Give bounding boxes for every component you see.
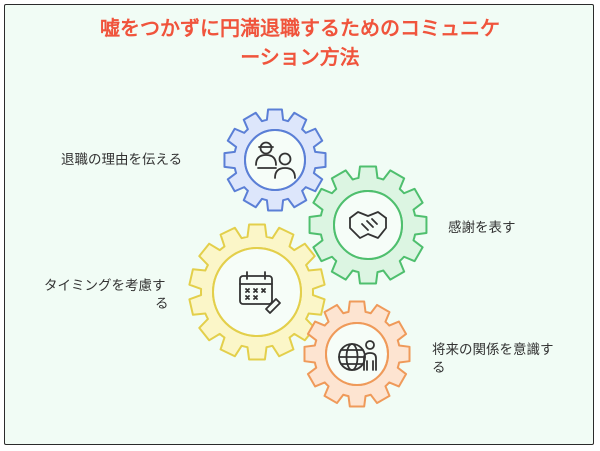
handshake-icon <box>349 211 387 239</box>
label-timing-line-1: タイミングを考慮す <box>44 278 166 294</box>
two-people-meeting-icon <box>255 141 296 179</box>
gear-future <box>303 300 411 408</box>
gear-thanks <box>308 165 428 285</box>
label-thanks: 感謝を表す <box>448 220 516 236</box>
diagram-canvas <box>4 4 594 445</box>
globe-person-icon <box>338 340 377 371</box>
label-future-line-2: る <box>432 360 446 376</box>
label-future-line-1: 将来の関係を意識す <box>432 342 554 358</box>
diagram-title: 嘘をつかずに円満退職するためのコミュニケ ーション方法 <box>0 14 600 72</box>
gear-reason <box>223 108 327 212</box>
title-line-2: ーション方法 <box>240 45 360 69</box>
calendar-icon <box>239 271 281 314</box>
title-line-1: 嘘をつかずに円満退職するためのコミュニケ <box>100 16 500 40</box>
label-reason: 退職の理由を伝える <box>61 152 183 168</box>
label-timing: タイミングを考慮す る <box>44 277 169 313</box>
label-timing-line-2: る <box>155 296 169 312</box>
label-future: 将来の関係を意識す る <box>432 341 554 377</box>
gear-hub-thanks <box>333 190 403 260</box>
gear-timing <box>188 223 326 361</box>
